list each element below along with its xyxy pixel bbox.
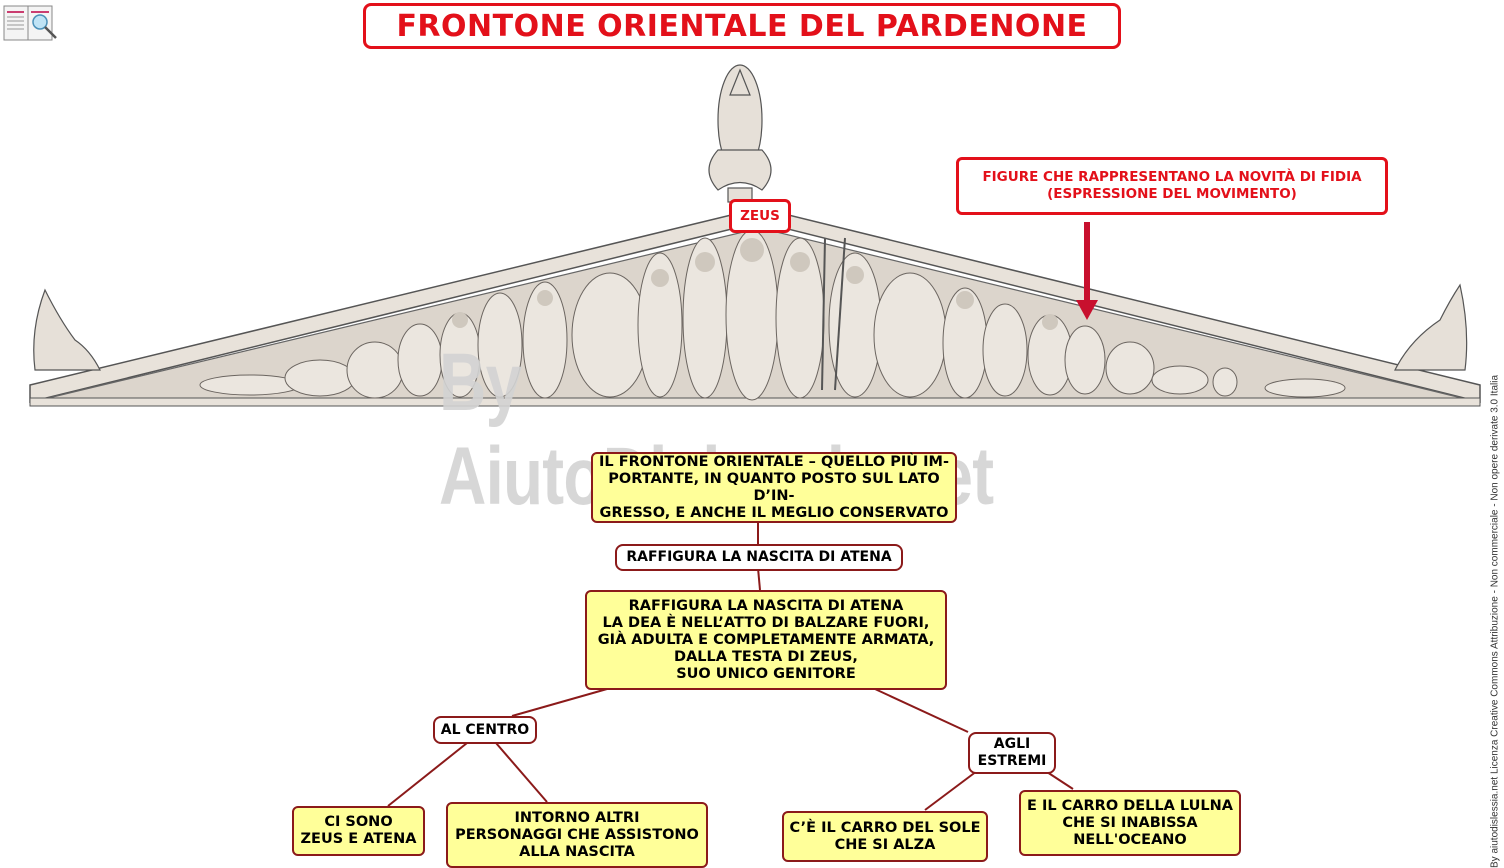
book-logo-icon: [2, 2, 60, 44]
page-title: FRONTONE ORIENTALE DEL PARDENONE: [363, 3, 1121, 49]
ends-item-moon-chariot: E IL CARRO DELLA LULNA CHE SI INABISSA N…: [1019, 790, 1241, 856]
pediment-illustration: [29, 64, 1481, 407]
center-item-zeus-atena: CI SONO ZEUS E ATENA: [292, 806, 425, 856]
center-item-others: INTORNO ALTRI PERSONAGGI CHE ASSISTONO A…: [446, 802, 708, 868]
figures-note-label: FIGURE CHE RAPPRESENTANO LA NOVITÀ DI FI…: [956, 157, 1388, 215]
zeus-label: ZEUS: [729, 199, 791, 233]
ends-label: AGLI ESTREMI: [968, 732, 1056, 774]
down-arrow-icon: [1076, 222, 1098, 320]
ends-item-sun-chariot: C’È IL CARRO DEL SOLE CHE SI ALZA: [782, 811, 988, 862]
acroterion-ornament: [708, 64, 772, 203]
license-credit: By aiutodislessia.net Licenza Creative C…: [1489, 374, 1501, 868]
depicts-label: RAFFIGURA LA NASCITA DI ATENA: [615, 544, 903, 571]
description-box: RAFFIGURA LA NASCITA DI ATENA LA DEA È N…: [585, 590, 947, 690]
center-label: AL CENTRO: [433, 716, 537, 744]
intro-box: IL FRONTONE ORIENTALE – QUELLO PIÙ IM- P…: [591, 452, 957, 523]
